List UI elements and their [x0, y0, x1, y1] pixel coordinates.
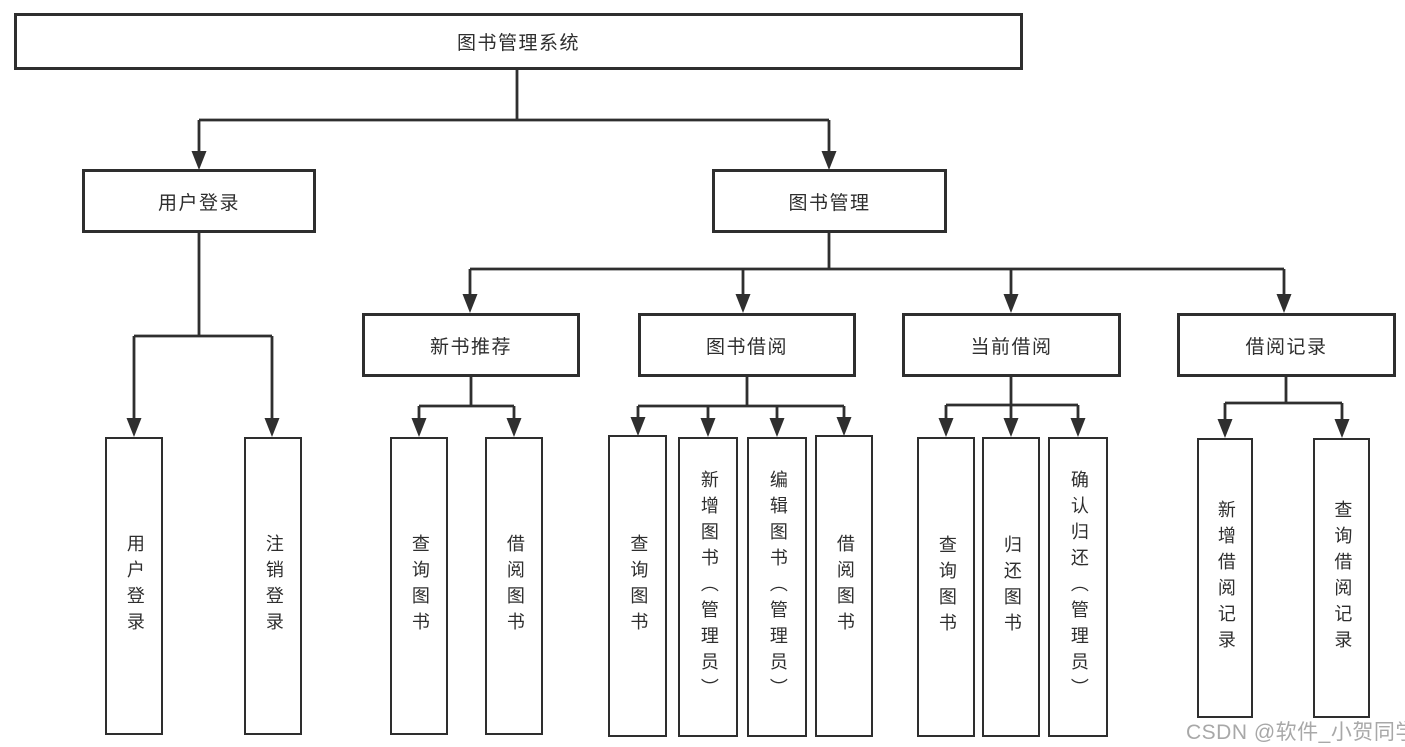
- arrowhead: [1003, 418, 1019, 437]
- arrowhead: [1070, 418, 1086, 437]
- arrowhead: [821, 151, 837, 170]
- leaf-current-query-books-label: 查询图书: [936, 535, 957, 639]
- node-new-book-rec: 新书推荐: [362, 313, 580, 377]
- arrowhead: [462, 294, 478, 313]
- leaf-current-confirm-return-admin-label: 确认归还（管理员）: [1068, 470, 1089, 704]
- leaf-borrow-query-books: 查询图书: [608, 435, 667, 737]
- leaf-borrow-add-books-admin-label: 新增图书（管理员）: [698, 470, 719, 704]
- arrowhead: [411, 418, 427, 437]
- node-borrow-records: 借阅记录: [1177, 313, 1396, 377]
- arrowhead: [1276, 294, 1292, 313]
- leaf-newrec-query-books: 查询图书: [390, 437, 448, 735]
- leaf-borrow-borrow-books: 借阅图书: [815, 435, 873, 737]
- leaf-borrow-edit-books-admin: 编辑图书（管理员）: [747, 437, 807, 737]
- arrowhead: [126, 418, 142, 437]
- arrowhead: [1334, 419, 1350, 438]
- connector-root-to-level2: [191, 70, 837, 170]
- connector-book-mgmt-to-level3: [462, 233, 1292, 313]
- node-book-mgmt: 图书管理: [712, 169, 947, 233]
- leaf-user-login-label: 用户登录: [124, 534, 145, 638]
- node-root-label: 图书管理系统: [456, 33, 580, 54]
- arrowhead: [506, 418, 522, 437]
- leaf-records-query-record: 查询借阅记录: [1313, 438, 1370, 718]
- connector-records-to-leaves: [1217, 377, 1350, 438]
- leaf-records-add-record: 新增借阅记录: [1197, 438, 1253, 718]
- node-current-borrow: 当前借阅: [902, 313, 1121, 377]
- node-user-login-label: 用户登录: [157, 192, 240, 214]
- leaf-logout: 注销登录: [244, 437, 302, 735]
- leaf-logout-label: 注销登录: [263, 534, 284, 638]
- arrowhead: [700, 418, 716, 437]
- node-current-borrow-label: 当前借阅: [970, 336, 1053, 358]
- node-book-borrow: 图书借阅: [638, 313, 856, 377]
- connector-user-login-to-leaves: [126, 233, 280, 437]
- arrowhead: [630, 417, 646, 436]
- arrowhead: [1003, 294, 1019, 313]
- leaf-current-return-books-label: 归还图书: [1001, 535, 1022, 639]
- leaf-current-return-books: 归还图书: [982, 437, 1040, 737]
- arrowhead: [836, 417, 852, 436]
- leaf-records-add-record-label: 新增借阅记录: [1215, 500, 1236, 656]
- arrowhead: [191, 151, 207, 170]
- leaf-newrec-borrow-books: 借阅图书: [485, 437, 543, 735]
- connector-current-to-leaves: [938, 377, 1086, 437]
- leaf-borrow-add-books-admin: 新增图书（管理员）: [678, 437, 738, 737]
- leaf-records-query-record-label: 查询借阅记录: [1332, 500, 1353, 656]
- leaf-borrow-edit-books-admin-label: 编辑图书（管理员）: [767, 470, 788, 704]
- leaf-user-login: 用户登录: [105, 437, 163, 735]
- arrowhead: [938, 418, 954, 437]
- node-user-login: 用户登录: [82, 169, 316, 233]
- connector-new-rec-to-leaves: [411, 377, 522, 437]
- node-book-mgmt-label: 图书管理: [788, 192, 871, 214]
- node-new-book-rec-label: 新书推荐: [429, 336, 512, 358]
- node-book-borrow-label: 图书借阅: [705, 336, 788, 358]
- leaf-newrec-query-books-label: 查询图书: [409, 534, 430, 638]
- leaf-newrec-borrow-books-label: 借阅图书: [504, 534, 525, 638]
- leaf-current-confirm-return-admin: 确认归还（管理员）: [1048, 437, 1108, 737]
- connector-borrow-to-leaves: [630, 377, 852, 437]
- leaf-borrow-borrow-books-label: 借阅图书: [834, 534, 855, 638]
- csdn-watermark: CSDN @软件_小贺同学: [1186, 721, 1405, 744]
- arrowhead: [735, 294, 751, 313]
- arrowhead: [769, 418, 785, 437]
- node-root: 图书管理系统: [14, 13, 1023, 70]
- node-borrow-records-label: 借阅记录: [1245, 336, 1328, 358]
- leaf-current-query-books: 查询图书: [917, 437, 975, 737]
- leaf-borrow-query-books-label: 查询图书: [628, 534, 649, 638]
- arrowhead: [1217, 419, 1233, 438]
- arrowhead: [264, 418, 280, 437]
